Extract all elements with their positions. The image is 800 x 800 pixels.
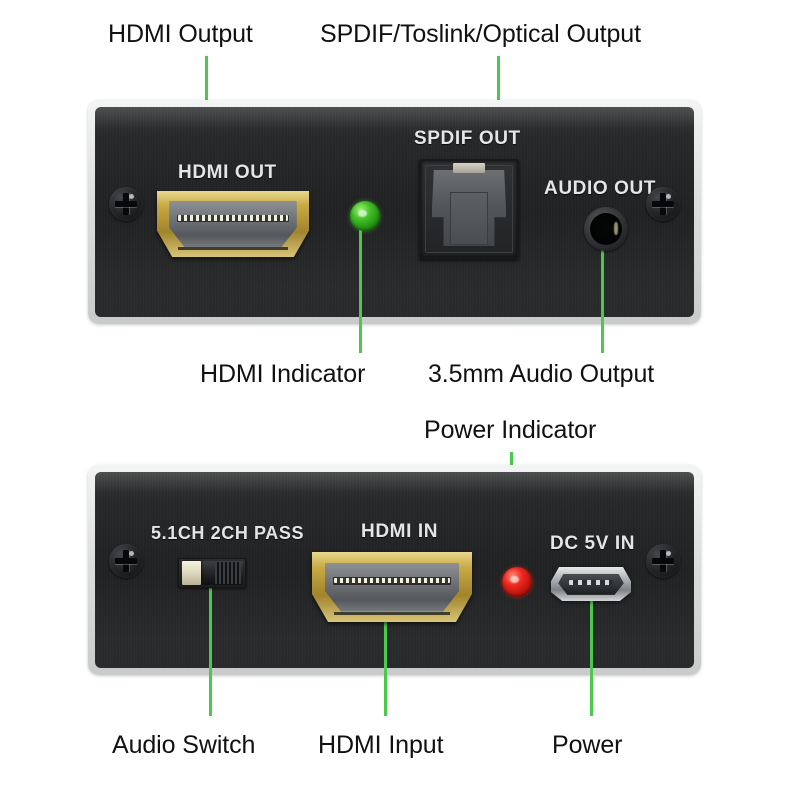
silkscreen-spdif-out: SPDIF OUT	[414, 128, 521, 149]
silkscreen-audio-switch: 5.1CH 2CH PASS	[151, 523, 305, 543]
silkscreen-hdmi-in: HDMI IN	[361, 521, 439, 542]
phillips-screw-icon	[109, 544, 143, 578]
phillips-screw-icon	[646, 544, 680, 578]
leader-line-audio-output	[601, 226, 604, 353]
callout-audio-output: 3.5mm Audio Output	[428, 360, 655, 388]
callout-power-indicator: Power Indicator	[424, 416, 597, 444]
silkscreen-audio-out: AUDIO OUT	[544, 178, 657, 199]
red-led-icon	[502, 567, 532, 597]
leader-line-hdmi-input	[384, 604, 387, 716]
audio-jack-icon[interactable]	[584, 207, 628, 251]
toslink-port-icon[interactable]	[419, 159, 519, 259]
hdmi-port-icon[interactable]	[312, 552, 472, 622]
bottom-device-chassis: 5.1CH 2CH PASS HDMI IN DC 5V IN	[88, 465, 701, 675]
callout-power: Power	[552, 731, 623, 759]
slide-switch-icon[interactable]	[178, 558, 246, 588]
silkscreen-hdmi-out: HDMI OUT	[178, 162, 277, 183]
phillips-screw-icon	[646, 187, 680, 221]
leader-line-hdmi-indicator	[359, 218, 362, 353]
micro-usb-port-icon[interactable]	[551, 567, 631, 601]
hdmi-port-icon[interactable]	[157, 191, 309, 257]
green-led-icon	[350, 201, 380, 231]
top-faceplate: HDMI OUT SPDIF OUT AUDIO OUT	[95, 107, 694, 317]
leader-line-power	[590, 592, 593, 716]
top-device-chassis: HDMI OUT SPDIF OUT AUDIO OUT	[88, 100, 701, 324]
callout-hdmi-indicator: HDMI Indicator	[200, 360, 366, 388]
phillips-screw-icon	[109, 187, 143, 221]
callout-spdif-output: SPDIF/Toslink/Optical Output	[320, 20, 641, 48]
silkscreen-dc-in: DC 5V IN	[550, 533, 636, 554]
leader-line-audio-switch	[209, 588, 212, 716]
callout-audio-switch: Audio Switch	[112, 731, 256, 759]
bottom-faceplate: 5.1CH 2CH PASS HDMI IN DC 5V IN	[95, 472, 694, 668]
callout-hdmi-input: HDMI Input	[318, 731, 444, 759]
callout-hdmi-output: HDMI Output	[108, 20, 253, 48]
